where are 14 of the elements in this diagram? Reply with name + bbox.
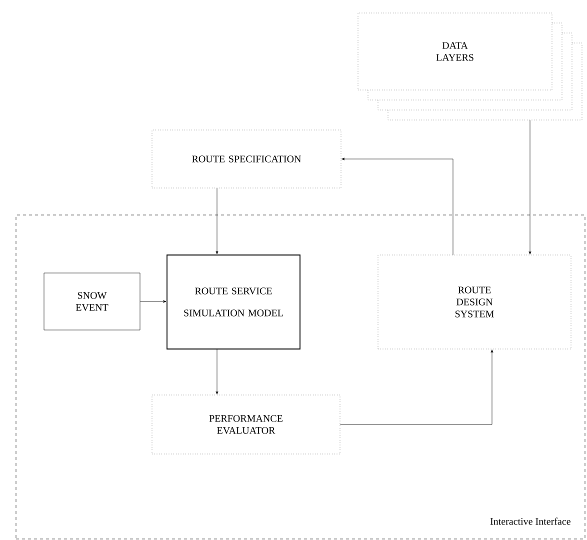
process-box: PERFORMANCE EVALUATOR [152,394,340,454]
arrow [528,120,532,254]
interface-frame [16,214,586,540]
process-box: ROUTE SERVICE SIMULATION MODEL [166,254,300,350]
arrow [216,188,218,254]
arrow [342,158,454,255]
process-box: ROUTE SPECIFICATION [152,130,342,188]
arrow [216,349,218,394]
process-box: SNOW EVENT [44,272,140,330]
frame-label: Interactive Interface [490,518,570,525]
process-box: ROUTE DESIGN SYSTEM [378,254,572,350]
arrow [140,300,166,303]
arrow [340,350,494,425]
stacked-layer-box: DATA LAYERS [358,12,582,120]
